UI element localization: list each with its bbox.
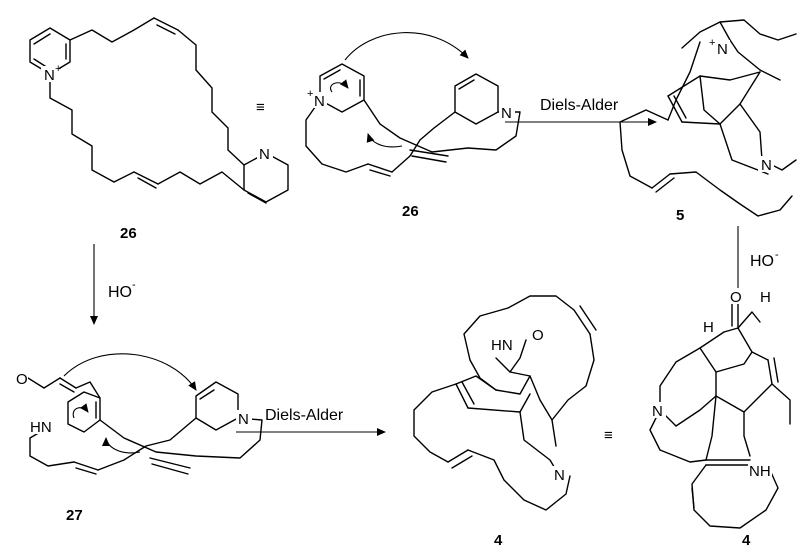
compound-label-26-left: 26 <box>120 225 137 242</box>
atom-n-4r: N <box>652 403 663 420</box>
condition-diels-alder-bottom: Diels-Alder <box>265 407 344 424</box>
atom-h-ring: H <box>703 319 714 336</box>
atom-n-5: N <box>761 157 772 174</box>
structure-4-right <box>649 301 791 529</box>
structure-27-labels: O HN N <box>14 370 252 436</box>
compound-label-4-middle: 4 <box>494 532 503 547</box>
structure-26-middle-labels: N + N <box>307 88 515 122</box>
atom-n-27: N <box>238 411 249 428</box>
atom-o-27: O <box>16 371 28 388</box>
atom-n-4: N <box>554 467 565 484</box>
structure-4-middle-labels: HN O N <box>490 326 568 484</box>
atom-n-mid: N <box>501 105 512 122</box>
condition-base-left: HO <box>108 284 132 301</box>
atom-hn-27: HN <box>30 419 52 436</box>
atom-nh-4r: NH <box>749 463 771 480</box>
atom-h-aldehyde: H <box>760 289 771 306</box>
condition-diels-alder-top: Diels-Alder <box>540 97 619 114</box>
charge-plus: + <box>55 63 61 75</box>
atom-o-4r: O <box>730 289 742 306</box>
structure-5 <box>619 19 797 217</box>
atom-o-4: O <box>532 327 544 344</box>
structure-5-labels: N + N <box>709 37 774 174</box>
structure-26-left <box>29 17 289 204</box>
compound-label-26-middle: 26 <box>402 203 419 220</box>
structure-4-middle <box>413 295 597 511</box>
atom-hn-4: HN <box>491 337 513 354</box>
charge-plus-5: + <box>709 37 715 49</box>
atom-n-plus-5: N <box>717 41 728 58</box>
structure-26-left-labels: N + N <box>41 63 273 163</box>
atom-n-plus: N <box>44 67 55 84</box>
condition-base-right-charge: - <box>775 249 779 261</box>
compound-label-27: 27 <box>66 507 83 524</box>
structure-4-right-labels: O H H N NH <box>650 288 773 480</box>
compound-label-4-right: 4 <box>742 532 751 547</box>
charge-plus-mid: + <box>307 88 313 100</box>
atom-n-plus-mid: N <box>314 93 325 110</box>
compound-label-5: 5 <box>676 207 684 224</box>
equivalence-symbol-top: ≡ <box>256 99 265 116</box>
condition-base-right: HO <box>750 253 774 270</box>
equivalence-symbol-bottom: ≡ <box>604 427 613 444</box>
condition-base-left-charge: - <box>132 279 136 291</box>
atom-n: N <box>259 146 270 163</box>
structure-27 <box>27 353 263 475</box>
structure-26-middle <box>305 32 521 177</box>
